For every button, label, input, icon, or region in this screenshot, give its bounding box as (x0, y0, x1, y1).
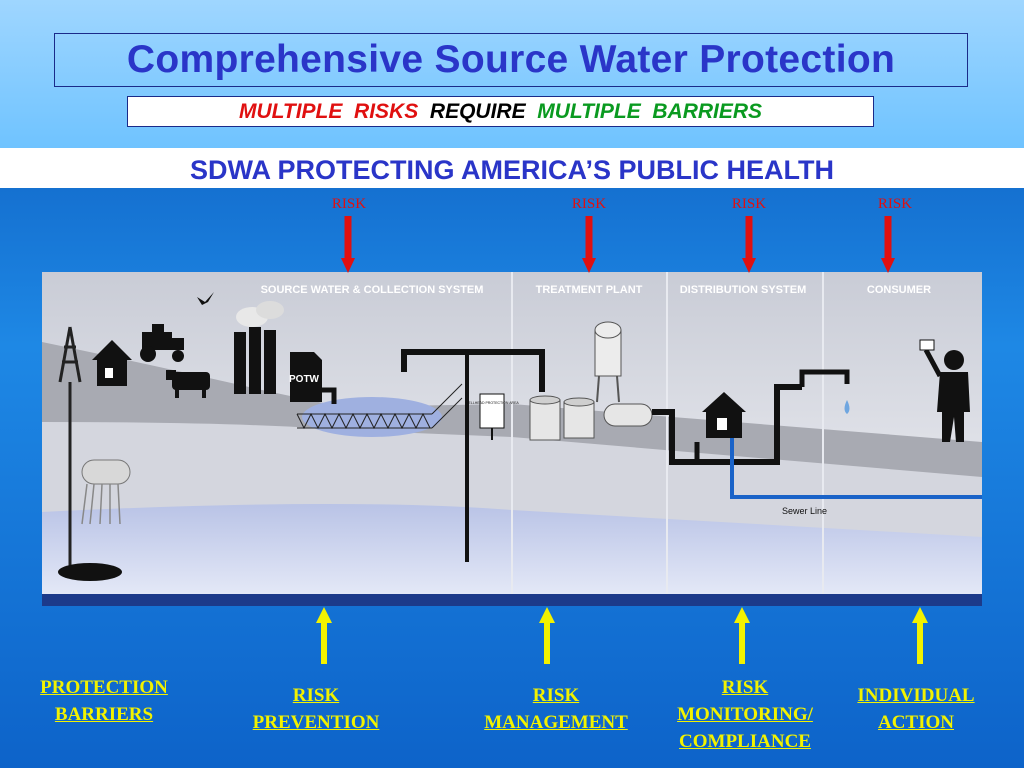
bird-icon (197, 292, 214, 305)
risk-arrow-consumer (881, 216, 895, 273)
subtitle-require: REQUIRE (429, 99, 526, 123)
risk-arrow-distribution (742, 216, 756, 273)
water-drop-icon (844, 400, 850, 414)
subtitle-multiple-risks: MULTIPLE RISKS (238, 99, 419, 123)
water-system-diagram: SOURCE WATER & COLLECTION SYSTEM TREATME… (42, 272, 982, 606)
subtitle-multiple-barriers: MULTIPLE BARRIERS (537, 99, 763, 123)
intake-pipe (401, 349, 545, 392)
sewer-pipe (730, 432, 982, 499)
risk-arrow-treatment (582, 216, 596, 273)
label-protection-barriers: PROTECTION BARRIERS (40, 677, 168, 725)
section-source: SOURCE WATER & COLLECTION SYSTEM (261, 284, 484, 296)
barrier-arrow-monitoring (734, 607, 750, 664)
protection-fence (296, 383, 463, 430)
sewer-line-label: Sewer Line (782, 506, 827, 516)
section-treatment: TREATMENT PLANT (536, 284, 643, 296)
risk-label-source: RISK (331, 196, 367, 212)
consumer-person-icon (919, 339, 970, 442)
oil-derrick-icon (58, 326, 82, 383)
cow-icon (166, 370, 210, 398)
barrier-arrow-management (539, 607, 555, 664)
septic-tank (81, 459, 131, 485)
label-risk-management: RISK MANAGEMENT (484, 685, 628, 733)
septic-leach-field (81, 483, 121, 525)
oil-deposit (58, 563, 122, 581)
heading-band (0, 148, 1024, 188)
risk-arrow-source (341, 216, 355, 273)
distribution-pipe (652, 384, 802, 465)
potw-building: POTW (289, 352, 337, 404)
water-tower (594, 321, 622, 403)
barrier-arrow-individual (912, 607, 928, 664)
diagram-bottom-bar (42, 594, 982, 606)
label-risk-prevention: RISK PREVENTION (252, 685, 380, 733)
potw-label: POTW (289, 374, 320, 385)
subtitle-box: MULTIPLE RISKS REQUIRE MULTIPLE BARRIERS (127, 96, 874, 127)
sdwa-heading: SDWA PROTECTING AMERICA’S PUBLIC HEALTH (189, 155, 834, 185)
section-distribution: DISTRIBUTION SYSTEM (680, 284, 807, 296)
label-individual-action: INDIVIDUAL ACTION (857, 685, 975, 733)
svg-text:WELLHEAD PROTECTION AREA: WELLHEAD PROTECTION AREA (465, 401, 519, 405)
section-consumer: CONSUMER (867, 284, 931, 296)
barrier-arrows (316, 607, 928, 664)
reservoir (302, 397, 442, 437)
treatment-tanks (529, 395, 653, 441)
barrier-arrow-prevention (316, 607, 332, 664)
title-box: Comprehensive Source Water Protection (54, 33, 968, 87)
risk-label-consumer: RISK (877, 196, 913, 212)
page-title: Comprehensive Source Water Protection (126, 38, 896, 81)
wellhead-protection-sign: WELLHEAD PROTECTION AREA (465, 393, 519, 440)
consumer-tap (799, 369, 850, 387)
risk-label-distribution: RISK (731, 196, 767, 212)
tractor-icon (140, 324, 184, 362)
label-risk-monitoring: RISK MONITORING/ COMPLIANCE (677, 677, 813, 752)
risk-label-treatment: RISK (571, 196, 607, 212)
risk-arrows (341, 216, 895, 273)
house-icon (92, 340, 132, 386)
factory-icon (234, 301, 284, 394)
house-distribution-icon (702, 392, 746, 438)
